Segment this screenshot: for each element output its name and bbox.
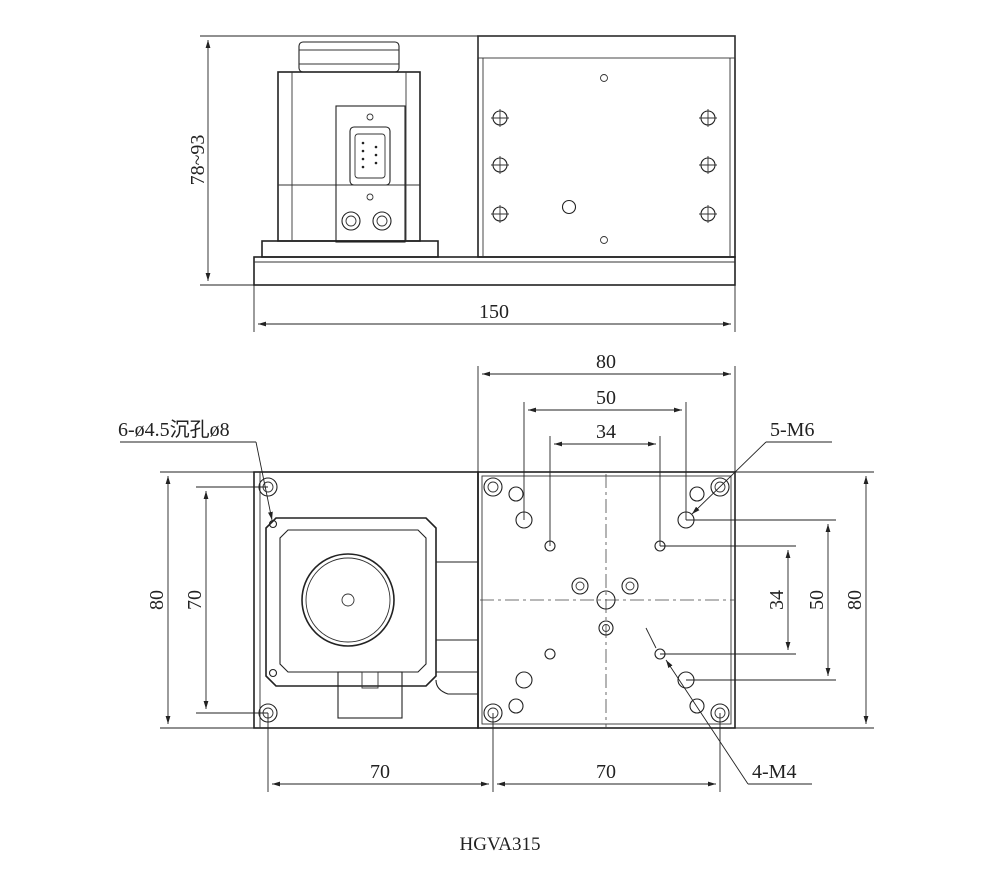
motor-flange [261,240,439,258]
bottom-left-70-dimension-label: 70 [370,761,390,783]
width-dimension-label: 150 [479,301,509,323]
stage-block [477,35,736,258]
motor-connector [337,671,403,719]
base-plate [253,256,736,286]
m4-callout-label: 4-M4 [752,761,796,783]
top-80-dimension-label: 80 [596,351,616,373]
top-view: 78~93 150 [187,35,736,332]
bottom-view: 80 50 34 80 70 34 50 80 [118,351,874,792]
m6-callout-label: 5-M6 [770,419,814,441]
right-50-dimension-label: 50 [806,590,828,610]
connector-jack-icon [341,211,361,231]
motor-outline [265,517,437,687]
left-80-dimension-label: 80 [146,590,168,610]
left-70-dimension-label: 70 [184,590,206,610]
bottom-right-70-dimension-label: 70 [596,761,616,783]
height-dimension-label: 78~93 [187,135,209,186]
counterbore-callout-label: 6-ø4.5沉孔ø8 [118,418,230,441]
motor-shaft-icon [301,553,395,647]
motor-mount-plate [253,471,479,729]
right-80-dimension-label: 80 [844,590,866,610]
db9-connector-icon [349,126,391,186]
motor-body [277,71,421,242]
motor-cap [298,41,400,73]
top-50-dimension-label: 50 [596,387,616,409]
right-34-dimension-label: 34 [766,590,788,610]
connector-panel [335,105,406,243]
panel-screw-icon [366,113,374,121]
model-caption: HGVA315 [460,834,541,855]
top-34-dimension-label: 34 [596,421,616,443]
stage-mount-holes [491,74,717,244]
